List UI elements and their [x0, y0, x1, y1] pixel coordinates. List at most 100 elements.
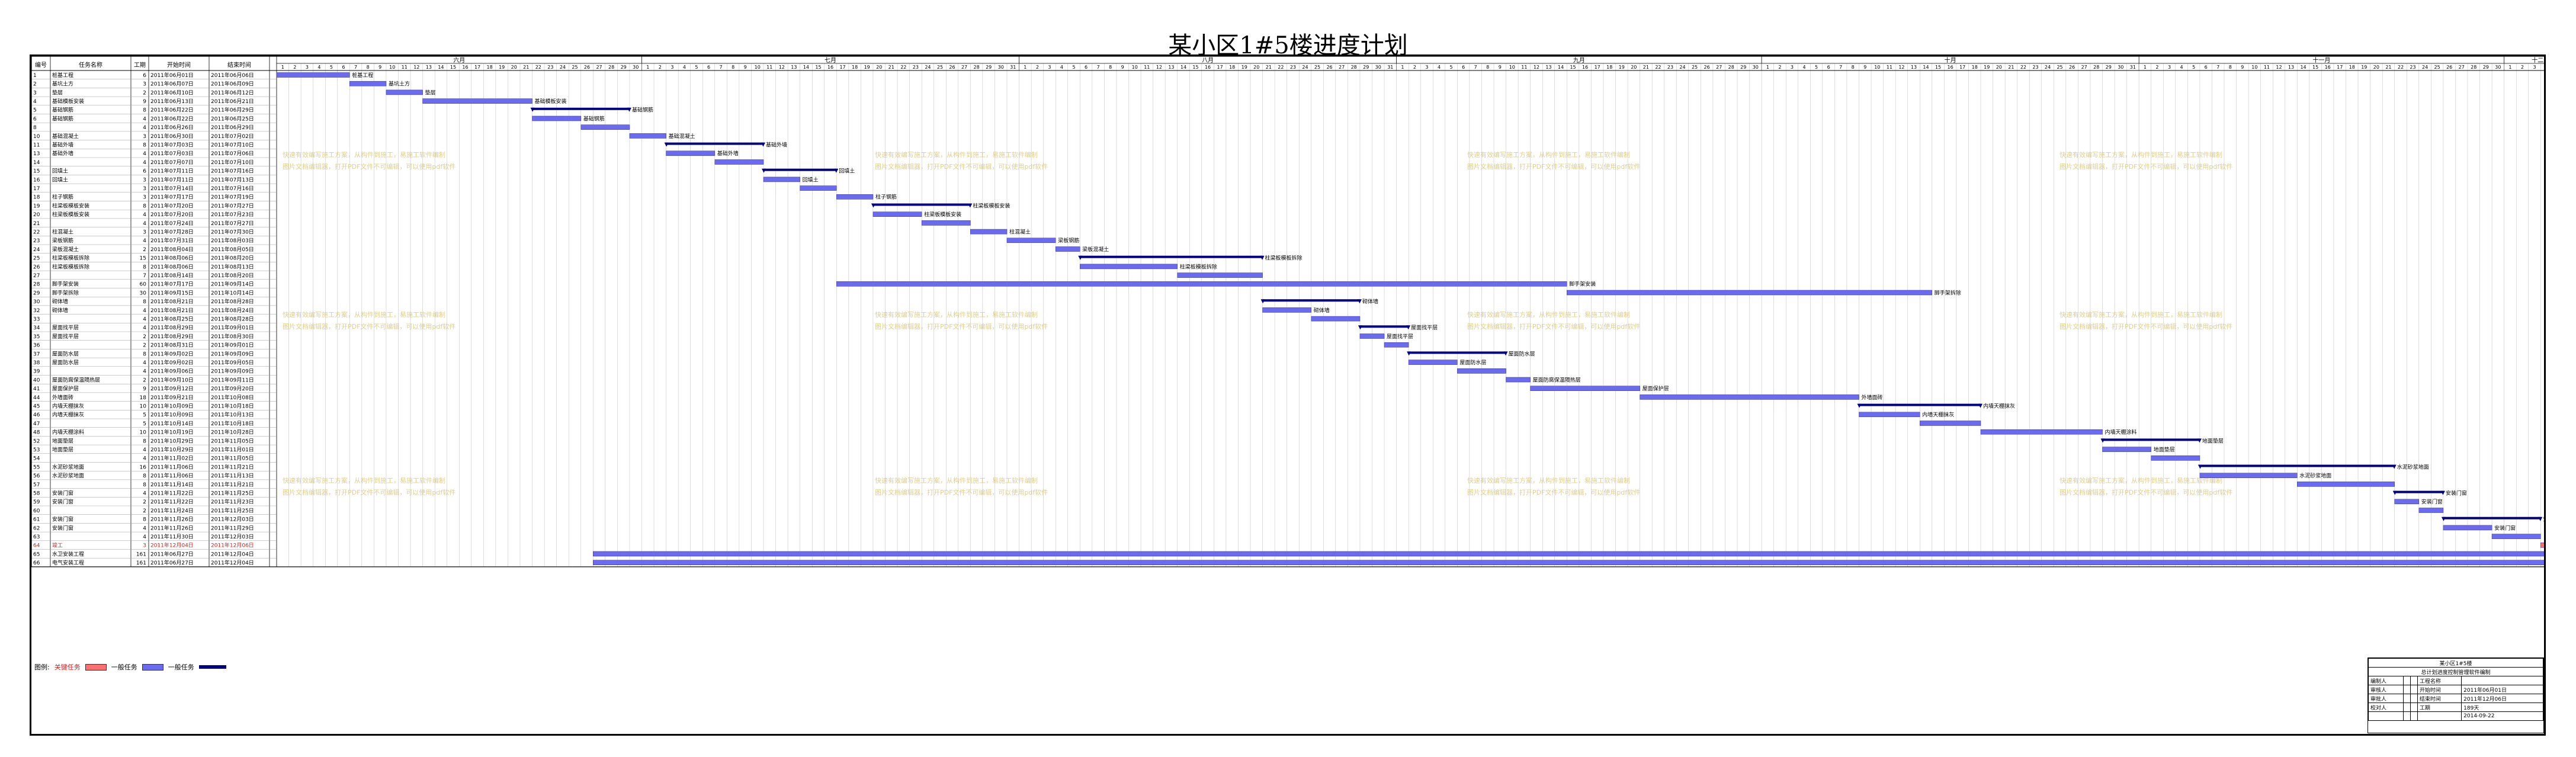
- legend-task-swatch: [142, 663, 163, 671]
- day-label: 14: [803, 65, 809, 70]
- task-name: 安装门窗: [52, 498, 73, 505]
- day-label: 22: [900, 65, 906, 70]
- task-duration: 2: [143, 247, 146, 253]
- day-label: 2: [2155, 65, 2158, 70]
- month-label: 十一月: [2312, 56, 2330, 64]
- task-bar: [2540, 542, 2544, 548]
- task-bar-label: 砌体墙: [1314, 307, 1330, 314]
- task-start: 2011年07月14日: [150, 185, 194, 192]
- day-label: 21: [2008, 65, 2014, 70]
- day-label: 21: [1643, 65, 1649, 70]
- day-label: 2: [1778, 65, 1781, 70]
- task-end: 2011年07月27日: [211, 220, 254, 227]
- task-duration: 9: [143, 386, 146, 392]
- task-start: 2011年07月11日: [150, 176, 194, 183]
- day-label: 9: [2241, 65, 2244, 70]
- task-number: 39: [33, 369, 40, 375]
- task-number: 55: [33, 464, 40, 470]
- task-duration: 4: [143, 447, 146, 453]
- task-start: 2011年08月14日: [150, 272, 194, 279]
- task-start: 2011年12月04日: [150, 542, 194, 549]
- task-bar: [2394, 499, 2420, 505]
- task-start: 2011年07月20日: [150, 211, 194, 218]
- task-end: 2011年07月27日: [211, 202, 254, 209]
- day-label: 14: [2300, 65, 2306, 70]
- task-start: 2011年11月22日: [150, 489, 194, 496]
- day-label: 30: [2495, 65, 2501, 70]
- task-start: 2011年07月31日: [150, 237, 194, 244]
- day-label: 28: [1351, 65, 1357, 70]
- day-label: 10: [2251, 65, 2257, 70]
- day-label: 15: [2312, 65, 2318, 70]
- day-label: 30: [1375, 65, 1381, 70]
- task-number: 64: [33, 543, 40, 549]
- task-name: 安装门窗: [52, 524, 73, 531]
- task-end: 2011年11月13日: [211, 472, 254, 479]
- task-end: 2011年06月25日: [211, 115, 254, 122]
- task-duration: 16: [140, 464, 147, 470]
- task-name: 基础混凝土: [52, 133, 79, 140]
- day-label: 13: [1545, 65, 1551, 70]
- task-end: 2011年09月11日: [211, 376, 254, 383]
- task-end: 2011年12月04日: [211, 550, 254, 557]
- summary-bar-start: [1358, 325, 1362, 330]
- task-number: 27: [33, 273, 40, 279]
- task-name: 水泥砂浆地面: [52, 472, 84, 479]
- title-block-cell: 审核人: [2368, 685, 2404, 694]
- task-bar-label: 柱梁板模板安装: [973, 202, 1010, 209]
- task-duration: 18: [140, 395, 147, 401]
- title-block-cell: 编制人: [2368, 676, 2404, 685]
- task-end: 2011年08月28日: [211, 315, 254, 322]
- task-duration: 4: [143, 125, 146, 131]
- day-label: 28: [608, 65, 614, 70]
- day-label: 7: [1839, 65, 1842, 70]
- task-duration: 4: [143, 360, 146, 366]
- day-label: 9: [1863, 65, 1866, 70]
- watermark-text: 图片文档编辑器，打开PDF文件不可编辑，可以使用pdf软件: [1467, 488, 1640, 496]
- watermark-text: 快速有效编写施工方案，从构件到施工，易施工软件编制: [2059, 310, 2222, 319]
- task-start: 2011年07月17日: [150, 281, 194, 288]
- day-label: 29: [1363, 65, 1369, 70]
- task-end: 2011年11月29日: [211, 524, 254, 531]
- task-bar-label: 水泥砂浆地面: [2299, 472, 2331, 479]
- task-start: 2011年08月21日: [150, 298, 194, 305]
- day-label: 10: [1509, 65, 1515, 70]
- summary-bar-end: [2440, 490, 2445, 495]
- table-header-label: 开始时间: [167, 61, 191, 69]
- day-label: 20: [1631, 65, 1637, 70]
- task-number: 54: [33, 456, 40, 462]
- day-label: 3: [2533, 65, 2536, 70]
- day-label: 31: [1010, 65, 1016, 70]
- task-duration: 161: [136, 560, 146, 566]
- task-number: 14: [33, 160, 40, 166]
- task-start: 2011年07月24日: [150, 220, 194, 227]
- task-end: 2011年07月30日: [211, 228, 254, 235]
- task-bar-label: 地面垫层: [2154, 446, 2175, 453]
- summary-bar-start: [530, 107, 535, 112]
- task-start: 2011年07月03日: [150, 141, 194, 148]
- day-label: 11: [2264, 65, 2270, 70]
- task-duration: 8: [143, 299, 146, 305]
- day-label: 3: [2168, 65, 2171, 70]
- task-start: 2011年11月26日: [150, 516, 194, 523]
- title-block-cell: 校对人: [2368, 703, 2404, 712]
- table-header-label: 任务名称: [79, 61, 102, 69]
- watermark-text: 图片文档编辑器，打开PDF文件不可编辑，可以使用pdf软件: [2059, 322, 2232, 331]
- summary-bar-end: [2197, 438, 2202, 443]
- title-block-cell: 2011年12月06日: [2461, 694, 2543, 703]
- day-label: 29: [2483, 65, 2489, 70]
- task-start: 2011年08月29日: [150, 324, 194, 331]
- task-duration: 4: [143, 525, 146, 531]
- task-duration: 8: [143, 108, 146, 114]
- day-label: 30: [633, 65, 639, 70]
- task-start: 2011年06月07日: [150, 81, 194, 88]
- day-label: 3: [671, 65, 673, 70]
- day-label: 1: [1024, 65, 1026, 70]
- month-label: 八月: [1202, 57, 1214, 64]
- day-label: 21: [1266, 65, 1272, 70]
- task-bar: [921, 220, 971, 226]
- task-start: 2011年09月02日: [150, 359, 194, 366]
- task-number: 60: [33, 508, 40, 514]
- task-number: 2: [33, 82, 37, 88]
- day-label: 20: [1253, 65, 1259, 70]
